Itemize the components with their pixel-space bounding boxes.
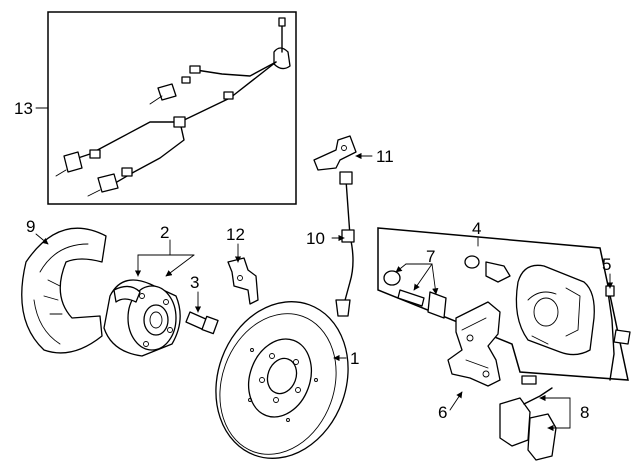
harness-connectors — [55, 83, 177, 197]
wear-sensor — [605, 285, 631, 381]
callout-7: 7 — [426, 247, 435, 266]
callout-1: 1 — [350, 349, 359, 368]
hub-bolt — [185, 311, 219, 335]
brake-pads — [499, 375, 557, 461]
harness-clips — [89, 65, 234, 177]
dust-shield — [21, 227, 107, 354]
callout-10: 10 — [306, 229, 325, 248]
callout-2: 2 — [160, 223, 169, 242]
callout-11: 11 — [376, 147, 394, 166]
hub-bearing — [103, 279, 181, 357]
callout-6: 6 — [438, 403, 447, 422]
brake-rotor — [215, 301, 349, 459]
hose-bracket — [313, 135, 357, 171]
wiring-harness-inset — [35, 11, 297, 205]
caliper-kit-box — [377, 227, 629, 381]
caliper-bracket — [447, 301, 501, 387]
leader-lines — [35, 152, 614, 432]
callout-numbers: 1 2 3 4 5 6 7 8 9 10 11 12 13 — [14, 99, 611, 422]
callout-13: 13 — [14, 99, 33, 118]
callout-12: 12 — [226, 225, 245, 244]
callout-3: 3 — [190, 273, 199, 292]
callout-4: 4 — [472, 219, 481, 238]
callout-9: 9 — [26, 217, 35, 236]
brake-hose — [335, 171, 355, 317]
callout-8: 8 — [580, 403, 589, 422]
callout-5: 5 — [602, 255, 611, 274]
sensor-bracket — [227, 257, 259, 305]
